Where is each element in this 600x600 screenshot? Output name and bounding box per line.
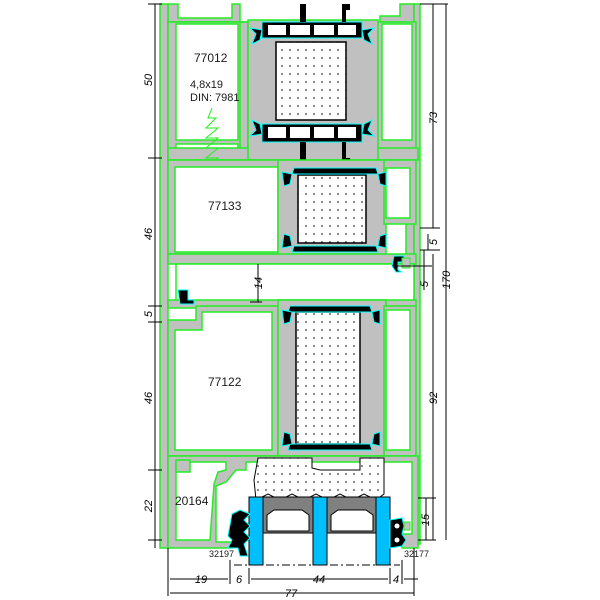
gasket-32197 <box>227 509 251 557</box>
dimension-lines <box>148 3 448 596</box>
label-77122: 77122 <box>208 375 242 389</box>
label-20164: 20164 <box>175 494 209 508</box>
bottom-profile <box>167 455 419 549</box>
dim-right-5b: 5 <box>419 280 431 287</box>
label-77012: 77012 <box>194 51 228 65</box>
lower-glazing <box>281 305 381 451</box>
dim-right-5a: 5 <box>428 238 440 245</box>
mid-gasket-left <box>177 289 195 305</box>
insulation-block <box>253 457 385 501</box>
middle-glazing <box>281 167 387 253</box>
label-77133: 77133 <box>208 199 242 213</box>
dim-right-92: 92 <box>428 392 440 404</box>
mid-gasket-right <box>391 255 411 273</box>
dim-left-46a: 46 <box>143 227 155 240</box>
label-screw-standard: DIN: 7981 <box>190 92 240 104</box>
dim-left-5: 5 <box>143 310 155 317</box>
label-32197: 32197 <box>209 549 234 559</box>
middle-sash-profile <box>167 159 417 309</box>
dim-left-46b: 46 <box>143 391 155 404</box>
dim-left-50: 50 <box>143 73 155 86</box>
gasket-32177 <box>389 517 411 549</box>
dim-bottom-4: 4 <box>393 574 399 586</box>
dim-bottom-77: 77 <box>285 588 298 600</box>
profile-labels: 77012 4,8x19 DIN: 7981 77133 77122 20164… <box>175 51 429 559</box>
dim-right-73: 73 <box>428 111 440 124</box>
label-32177: 32177 <box>404 549 429 559</box>
top-glazing <box>247 4 379 162</box>
dim-right-170: 170 <box>441 270 453 289</box>
dim-left-22: 22 <box>143 500 155 513</box>
dimension-labels: 50 46 5 46 22 73 5 5 92 15 170 14 19 6 4… <box>143 73 453 600</box>
dim-bottom-19: 19 <box>195 574 207 586</box>
label-screw-size: 4,8x19 <box>190 79 223 91</box>
dim-bottom-6: 6 <box>236 574 243 586</box>
dim-gap-14: 14 <box>253 277 265 289</box>
dim-right-15: 15 <box>420 513 432 526</box>
top-sash-profile <box>167 21 419 161</box>
dim-bottom-44: 44 <box>313 574 325 586</box>
glazing-spacer-assembly <box>234 496 400 566</box>
